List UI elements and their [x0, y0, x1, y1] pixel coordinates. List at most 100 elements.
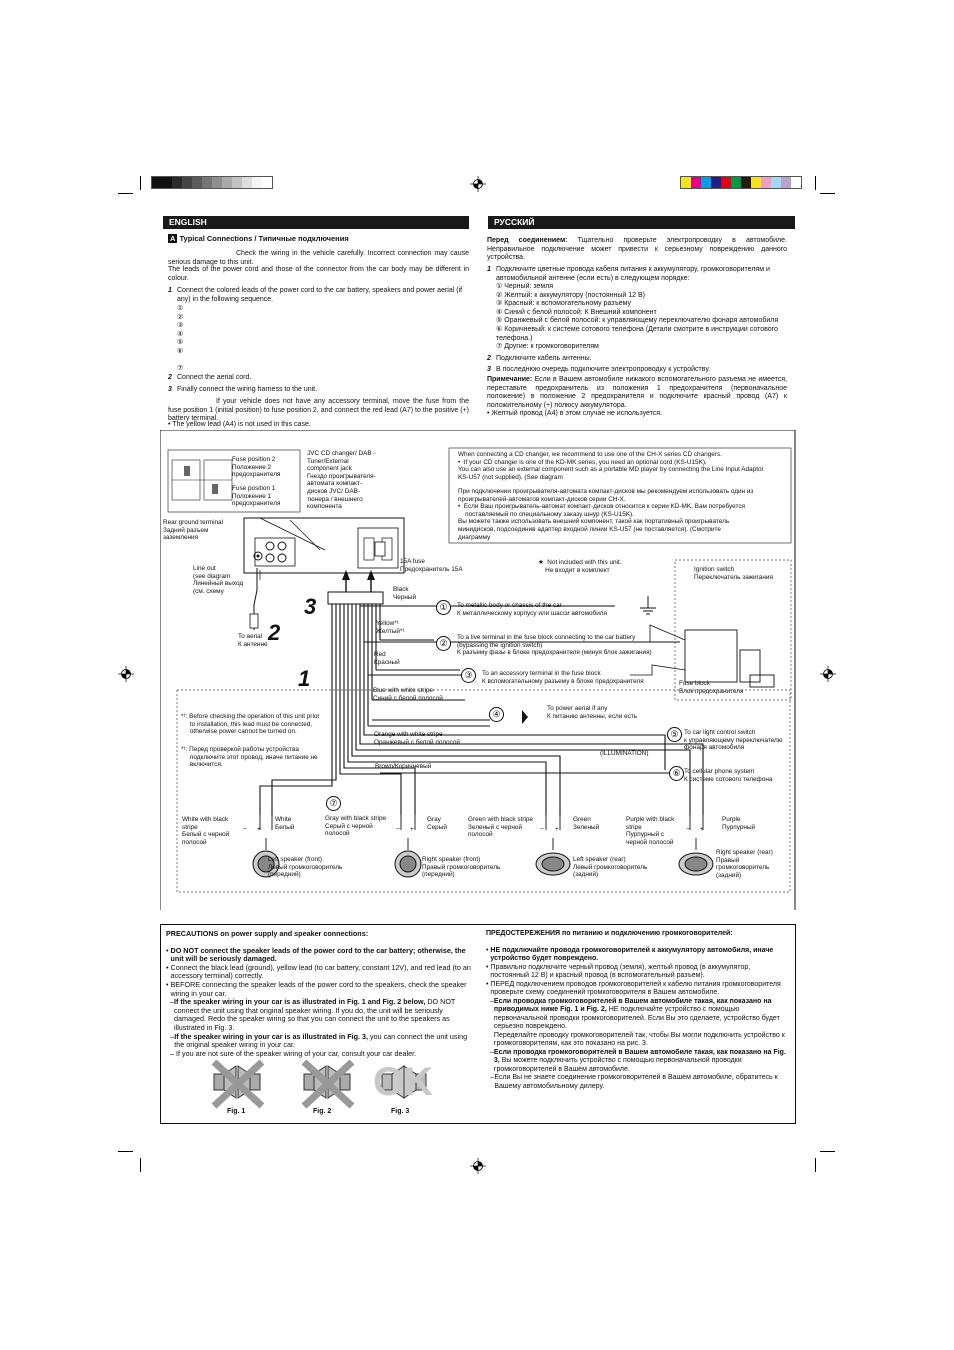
wire-label: Green with black stripe Зеленый с черной… — [468, 816, 533, 839]
color-swatch — [202, 177, 212, 188]
figure-caption: Fig. 2 — [313, 1108, 332, 1115]
precaution-subitem: If the speaker wiring in your car is as … — [174, 997, 471, 1032]
sequence-item: ③ — [177, 322, 184, 330]
wire-label: Purple with black stripe Пурпурный с чер… — [626, 816, 675, 846]
to-accessory-label: To an accessory terminal in the fuse blo… — [482, 670, 644, 685]
to-aerial-label: To aerial К антенне — [238, 633, 268, 648]
sequence-item: ② — [177, 313, 184, 321]
step-number: 1 — [487, 266, 491, 273]
english-step-1: Connect the colored leads of the power c… — [177, 287, 463, 303]
color-swatch — [761, 177, 771, 188]
sequence-item: ④ — [177, 330, 184, 338]
minus-label: − — [540, 826, 544, 833]
precaution-subitem-text: Вы можете подключить устройство с помощь… — [493, 1057, 742, 1073]
russian-intro: Перед соединением: Тщательно проверьте э… — [487, 237, 787, 263]
jvc-cd-changer-label: JVC CD changer/ DAB - Tuner/External com… — [307, 450, 376, 511]
precaution-subitem-bold: If the speaker wiring in your car is as … — [174, 997, 426, 1007]
to-chassis-label: To metallic body or chassis of the car К… — [457, 602, 607, 617]
precautions-en: PRECAUTIONS on power supply and speaker … — [166, 929, 471, 1058]
english-note: If your vehicle does not have any access… — [168, 398, 469, 423]
brown-lead-label: Brown/Коричневый — [375, 763, 432, 770]
illumination-label: (ILLUMINATION) — [600, 750, 649, 757]
ok-mark: OK — [373, 1060, 433, 1104]
wire-label: Green Зеленый — [573, 816, 600, 831]
sequence-item: ⑤ — [177, 339, 184, 347]
cd-changer-note-en: When connecting a CD changer, we recomme… — [458, 451, 764, 481]
to-phone-label: To cellular phone system К системе сотов… — [684, 768, 773, 783]
russian-step-2: Подключите кабель антенны. — [496, 355, 592, 362]
russian-intro-label: Перед соединением: — [487, 237, 568, 244]
precaution-subitem-bold: Если проводка громкоговорителей в Вашем … — [493, 1048, 786, 1065]
cd-changer-note-ru: При подключении проигрывателя-автомата к… — [458, 488, 754, 541]
orange-white-label: Orange with white stripe Оранжевый с бел… — [374, 731, 460, 746]
wire-label: Purple Пурпурный — [722, 816, 756, 831]
to-light-switch-label: To car light control switch к управляюще… — [684, 729, 783, 752]
color-swatch — [701, 177, 711, 188]
rear-ground-label: Rear ground terminal Задний разъем зазем… — [163, 519, 224, 542]
wire-label: White with black stripe Белый с черной п… — [182, 816, 230, 846]
precautions-ru-title: ПРЕДОСТЕРЕЖЕНИЯ по питанию и подключению… — [486, 930, 733, 937]
wire-label: Gray Серый — [427, 816, 447, 831]
step-number: 3 — [168, 386, 172, 393]
color-swatch — [252, 177, 262, 188]
english-step-3: Finally connect the wiring harness to th… — [177, 386, 318, 393]
plus-label: + — [555, 826, 559, 833]
precautions-ru: ПРЕДОСТЕРЕЖЕНИЯ по питанию и подключению… — [486, 930, 789, 1091]
step-number: 2 — [168, 374, 172, 381]
english-step-2: Connect the aerial cord. — [177, 374, 252, 381]
precaution-item: Правильно подключите черный провод (земл… — [490, 963, 751, 980]
precaution-subitem: If you are not sure of the speaker wirin… — [176, 1048, 417, 1058]
color-swatch — [791, 177, 801, 188]
registration-mark-icon — [470, 1158, 486, 1174]
color-swatch — [731, 177, 741, 188]
section-title: A Typical Connections / Типичные подключ… — [168, 234, 349, 243]
color-swatch — [162, 177, 172, 188]
step-number: 1 — [168, 287, 172, 294]
minus-label: − — [396, 826, 400, 833]
color-swatch — [711, 177, 721, 188]
precautions-en-title: PRECAUTIONS on power supply and speaker … — [166, 929, 369, 938]
wiring-diagram — [160, 430, 796, 910]
precaution-subitem-text: you can connect the unit using the origi… — [174, 1031, 468, 1050]
sequence-item: ⑥ Коричневый: к системе сотового телефон… — [496, 325, 778, 342]
english-header: ENGLISH — [163, 216, 469, 229]
color-swatch — [721, 177, 731, 188]
color-swatch — [152, 177, 162, 188]
plus-label: + — [257, 826, 261, 833]
figure-caption: Fig. 1 — [227, 1108, 246, 1115]
english-intro-1: Check the wiring in the vehicle carefull… — [168, 250, 469, 266]
crop-mark — [820, 1151, 835, 1152]
crop-mark — [140, 1158, 141, 1172]
step-number: 2 — [487, 355, 491, 362]
minus-label: − — [686, 826, 690, 833]
marker-3: ③ — [461, 668, 476, 683]
precaution-item: ПЕРЕД подключением проводов громкоговори… — [490, 980, 781, 997]
step-3-marker: 3 — [304, 594, 317, 619]
fuse-block-label: Fuse block Блок предохранителя — [679, 680, 744, 695]
russian-step-1: Подключите цветные провода кабеля питани… — [496, 266, 770, 282]
marker-7: ⑦ — [326, 796, 341, 811]
precaution-subitem: Если проводка громкоговорителей в Вашем … — [494, 1049, 789, 1075]
to-power-aerial-label: To power aerial if any К питанию антенны… — [547, 705, 638, 720]
figure-caption: Fig. 3 — [391, 1108, 410, 1115]
color-swatch — [242, 177, 252, 188]
crop-mark — [140, 176, 141, 190]
sequence-item: ④ Синий с белой полосой: К Внешний компо… — [496, 308, 657, 316]
speaker-label: Right speaker (front) Правый громкоговор… — [422, 856, 501, 879]
section-letter: A — [168, 234, 178, 243]
step-1-marker: 1 — [298, 666, 311, 691]
russian-note-label: Примечание: — [487, 376, 533, 383]
section-title-text: Typical Connections / Типичные подключен… — [179, 234, 349, 243]
plus-label: + — [410, 826, 414, 833]
color-swatch — [771, 177, 781, 188]
english-intro-2: The leads of the power cord and those of… — [168, 266, 469, 282]
footnote-en: *¹: Before checking the operation of thi… — [181, 713, 320, 736]
plus-label: + — [700, 826, 704, 833]
registration-mark-icon — [118, 666, 134, 682]
blue-white-label: Blue with white stripe Синий с белой пол… — [373, 687, 443, 702]
color-swatch — [182, 177, 192, 188]
speaker-label: Left speaker (front) Левый громкоговорит… — [268, 856, 343, 879]
crop-mark — [118, 1151, 133, 1152]
